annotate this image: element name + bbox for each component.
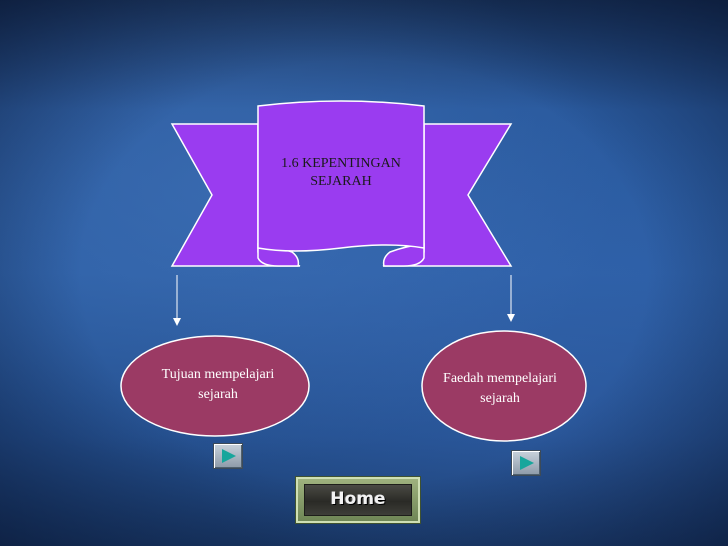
banner-title-line1: 1.6 KEPENTINGAN: [281, 156, 401, 171]
next-button-left[interactable]: [213, 443, 243, 469]
home-button-label: Home: [330, 489, 386, 509]
play-arrow-icon: [520, 456, 534, 470]
right-node-label[interactable]: Faedah mempelajari sejarah: [427, 369, 573, 409]
play-arrow-icon: [222, 449, 236, 463]
left-node-line1: Tujuan mempelajari: [161, 367, 275, 382]
right-node-line1: Faedah mempelajari: [443, 371, 557, 386]
banner-title: 1.6 KEPENTINGAN SEJARAH: [258, 155, 424, 191]
banner-right-fold: [382, 243, 425, 267]
left-node-line2: sejarah: [198, 387, 238, 402]
arrow-right-head: [507, 314, 515, 322]
left-node-label[interactable]: Tujuan mempelajari sejarah: [138, 365, 298, 405]
home-button[interactable]: Home: [296, 477, 420, 523]
banner-center: [257, 100, 425, 252]
next-button-right[interactable]: [511, 450, 541, 476]
banner-title-line2: SEJARAH: [310, 174, 372, 189]
arrow-left-head: [173, 318, 181, 326]
home-button-face: Home: [304, 484, 412, 516]
left-node-shape: [120, 335, 310, 437]
right-node-shape: [421, 330, 587, 442]
right-node-line2: sejarah: [480, 391, 520, 406]
